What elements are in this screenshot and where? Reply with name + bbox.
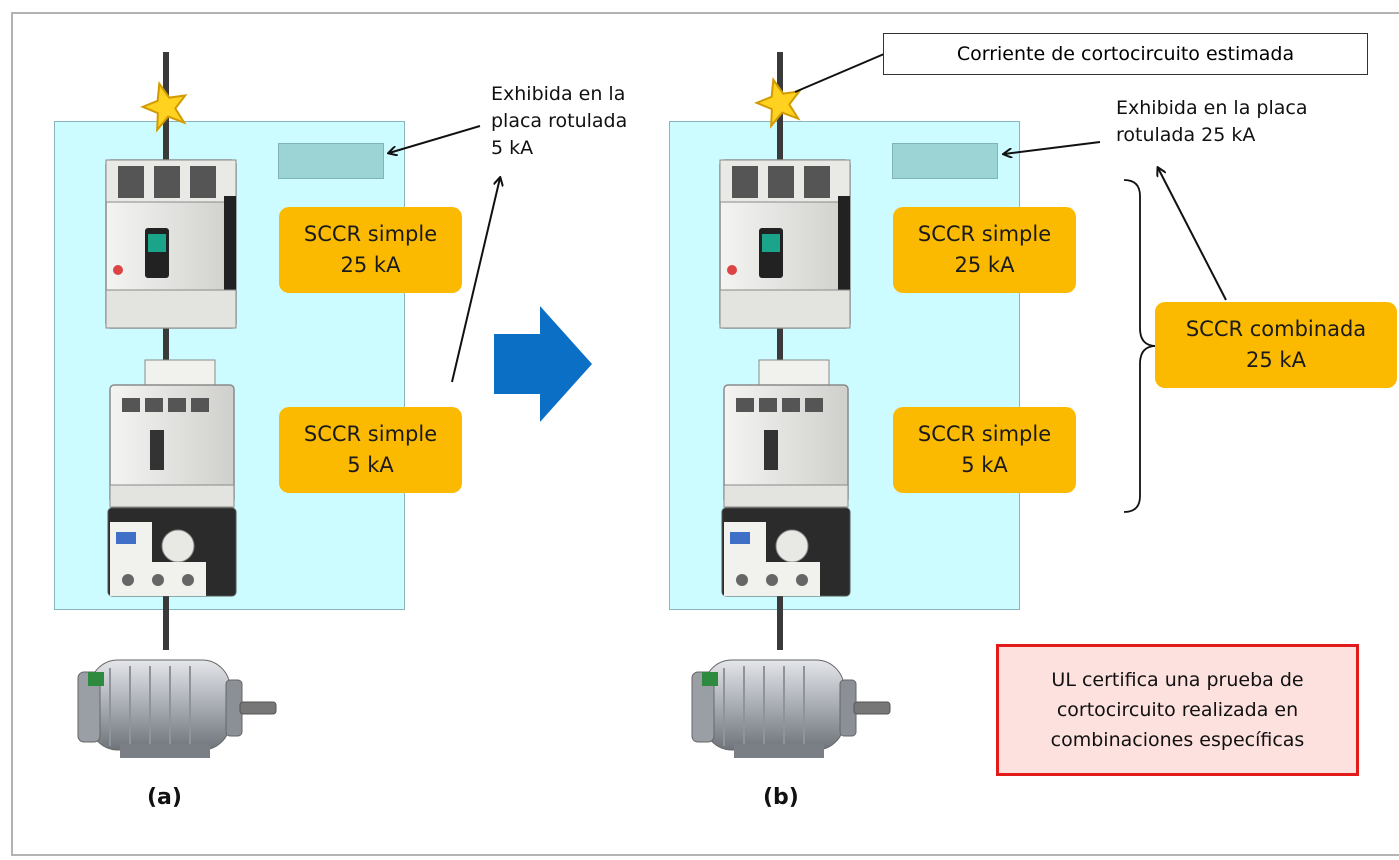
left-caption: (a) bbox=[147, 785, 182, 810]
right-nameplate bbox=[892, 143, 998, 179]
tag-line: 5 kA bbox=[961, 453, 1008, 477]
left-note-line: 5 kA bbox=[491, 137, 534, 159]
right-note-line: Exhibida en la placa bbox=[1116, 97, 1308, 119]
left-contactor-icon bbox=[109, 359, 235, 508]
left-note-line: Exhibida en la bbox=[491, 83, 626, 105]
right-star-icon bbox=[754, 76, 802, 129]
left-circuit-breaker-icon bbox=[105, 159, 237, 329]
right-contactor-sccr-tag: SCCR simple 5 kA bbox=[893, 407, 1076, 493]
tag-line: SCCR simple bbox=[303, 222, 438, 246]
tag-line: 25 kA bbox=[1246, 348, 1306, 372]
tag-line: SCCR simple bbox=[917, 222, 1052, 246]
right-combined-pointer bbox=[1158, 168, 1227, 301]
right-nameplate-note: Exhibida en la placa rotulada 25 kA bbox=[1116, 95, 1386, 149]
right-breaker-sccr-tag: SCCR simple 25 kA bbox=[893, 207, 1076, 293]
left-nameplate-note: Exhibida en la placa rotulada 5 kA bbox=[491, 81, 671, 162]
right-brace bbox=[1123, 179, 1157, 513]
combined-sccr-tag: SCCR combinada 25 kA bbox=[1155, 302, 1397, 388]
right-caption: (b) bbox=[763, 785, 799, 810]
right-nameplate-pointer bbox=[1004, 141, 1101, 154]
right-callout-leader bbox=[794, 53, 885, 93]
tag-line: 5 kA bbox=[347, 453, 394, 477]
right-contactor-icon bbox=[723, 359, 849, 508]
tag-line: 25 kA bbox=[954, 253, 1015, 277]
tag-line: SCCR combinada bbox=[1185, 317, 1367, 341]
ul-note-line: combinaciones específicas bbox=[1050, 729, 1305, 751]
tag-line: SCCR simple bbox=[303, 422, 438, 446]
left-breaker-sccr-tag: SCCR simple 25 kA bbox=[279, 207, 462, 293]
right-note-line: rotulada 25 kA bbox=[1116, 124, 1256, 146]
right-arrow-icon bbox=[494, 306, 592, 422]
left-motor-icon bbox=[77, 659, 277, 758]
ul-note-line: cortocircuito realizada en bbox=[1056, 699, 1299, 721]
ul-certification-note: UL certifica una prueba de cortocircuito… bbox=[996, 644, 1359, 776]
right-motor-icon bbox=[691, 659, 891, 758]
right-overload-relay-icon bbox=[721, 507, 851, 597]
left-nameplate bbox=[278, 143, 384, 179]
ul-note-line: UL certifica una prueba de bbox=[1051, 669, 1304, 691]
left-contactor-sccr-tag: SCCR simple 5 kA bbox=[279, 407, 462, 493]
short-circuit-callout: Corriente de cortocircuito estimada bbox=[883, 33, 1368, 75]
tag-line: 25 kA bbox=[340, 253, 401, 277]
left-star-icon bbox=[140, 80, 188, 133]
left-nameplate-pointer bbox=[389, 125, 481, 153]
left-note-line: placa rotulada bbox=[491, 110, 628, 132]
left-overload-relay-icon bbox=[107, 507, 237, 597]
left-contactor-pointer bbox=[451, 178, 500, 383]
right-circuit-breaker-icon bbox=[719, 159, 851, 329]
tag-line: SCCR simple bbox=[917, 422, 1052, 446]
